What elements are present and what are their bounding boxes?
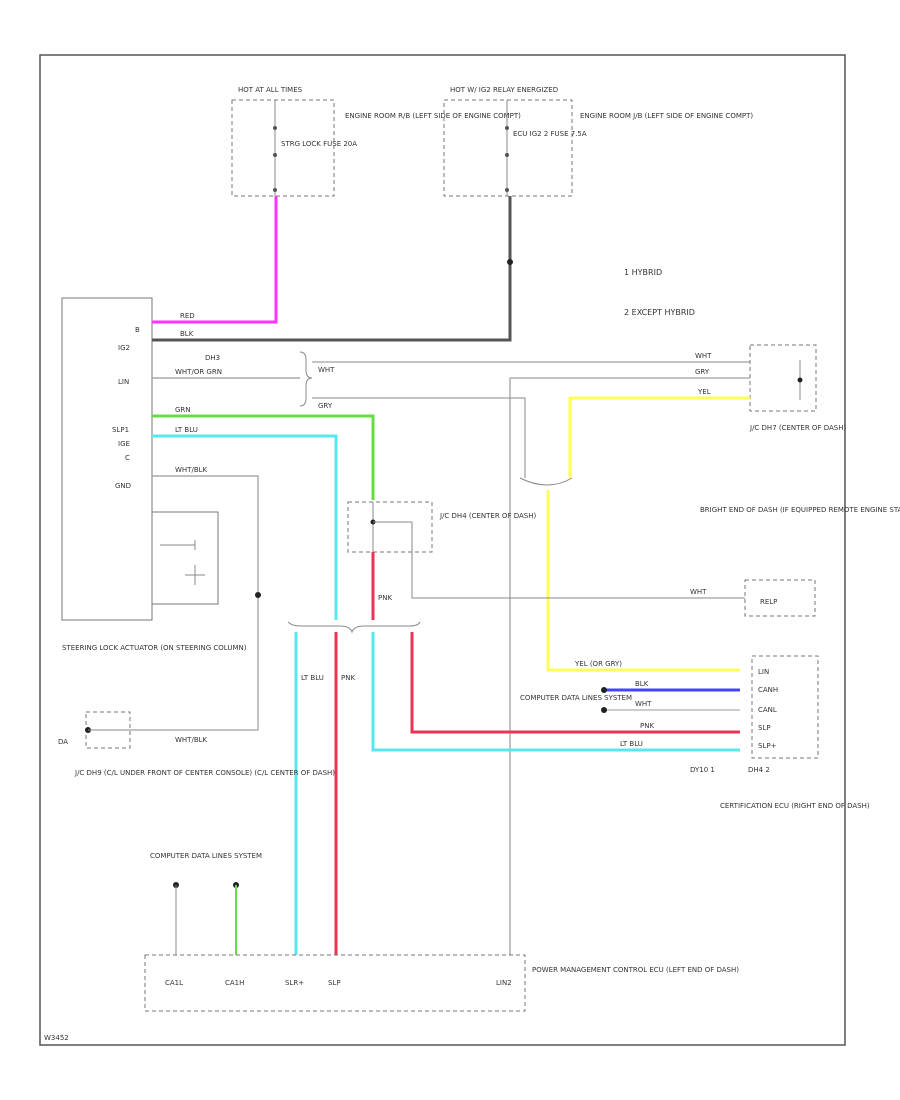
power-name: POWER MANAGEMENT CONTROL ECU (LEFT END O… [532,966,739,974]
steering-pin-slp1: SLP1 [112,426,129,434]
wire-pink-to-cert [410,632,740,734]
wire-green-slp1 [152,414,375,500]
cert-pin-canh: CANH [758,686,778,694]
certification-ecu: LIN CANH CANL SLP SLP+ DY10 1 DH4 2 CERT… [690,655,870,810]
legend-item-2: 2 EXCEPT HYBRID [624,308,695,317]
fuse-left-header: HOT AT ALL TIMES [238,86,303,94]
fuse-left-label: STRG LOCK FUSE 20A [281,140,357,148]
ground-label: DA [58,738,68,746]
data-link-label: COMPUTER DATA LINES SYSTEM [150,852,262,860]
wire-label-wht-grn: WHT/OR GRN [175,368,222,376]
wire-label-whtblk: WHT/BLK [175,466,208,474]
wire-label-wht-canl: WHT [635,700,652,708]
fuse-right-group: HOT W/ IG2 RELAY ENERGIZED ECU IG2 2 FUS… [443,86,753,197]
fuse-left-location: ENGINE ROOM R/B (LEFT SIDE OF ENGINE COM… [345,112,521,120]
steering-name: STEERING LOCK ACTUATOR (ON STEERING COLU… [62,644,247,652]
wire-label-blk-canh: BLK [635,680,649,688]
wire-label-ltblu-left: LT BLU [301,674,324,682]
cert-data-label: COMPUTER DATA LINES SYSTEM [520,694,632,702]
wire-label-grn: GRN [175,406,191,414]
wire-label-whtblk-gnd: WHT/BLK [175,736,208,744]
wire-label-wht-remote: WHT [690,588,707,596]
jc-ground: DA J/C DH9 (C/L UNDER FRONT OF CENTER CO… [58,711,335,777]
steering-box [61,297,153,621]
wire-label-pnk-mid: PNK [378,594,392,602]
wire-dark-ig2 [152,196,512,342]
remote-label: BRIGHT END OF DASH (IF EQUIPPED REMOTE E… [700,506,900,514]
wire-label-ltblu-cert: LT BLU [620,740,643,748]
steering-pin-lin: LIN [118,378,129,386]
legend-item-1: 1 HYBRID [624,268,662,277]
wire-yellow-down [546,490,740,672]
power-pin-ca1h: CA1H [225,979,244,987]
wire-label-blk: BLK [180,330,194,338]
wire-label-pnk-cert: PNK [640,722,654,730]
wire-pink-b [152,196,278,324]
cert-pin-slp: SLP [758,724,771,732]
wire-label-wht-top: WHT [318,366,335,374]
wire-label-wht-right: WHT [695,352,712,360]
power-pin-ca1l: CA1L [165,979,183,987]
wire-label-ltblu: LT BLU [175,426,198,434]
diagram-frame [39,54,846,1046]
jc-mid-label: J/C DH4 (CENTER OF DASH) [439,512,536,520]
fuse-right-label: ECU IG2 2 FUSE 7.5A [513,130,587,138]
jc-mid: J/C DH4 (CENTER OF DASH) [347,501,536,553]
wire-label-pink: RED [180,312,195,320]
fuse-left-box [231,99,335,197]
cert-name: CERTIFICATION ECU (RIGHT END OF DASH) [720,802,870,810]
cert-conn-1: DY10 1 [690,766,715,774]
steering-pin-gnd: GND [115,482,131,490]
steering-pin-c: C [125,454,130,462]
power-management-ecu: CA1L CA1H SLR+ SLP LIN2 POWER MANAGEMENT… [144,954,739,1012]
jc-ground-label: J/C DH9 (C/L UNDER FRONT OF CENTER CONSO… [74,769,335,777]
wire-label-yel-grn: YEL (OR GRY) [574,660,622,668]
cert-pin-canl: CANL [758,706,777,714]
steering-pin-b: B [135,326,140,334]
cert-pin-lin: LIN [758,668,769,676]
remote-starter: BRIGHT END OF DASH (IF EQUIPPED REMOTE E… [700,506,900,617]
remote-pin: RELP [760,598,777,606]
wire-label-pnk-left: PNK [341,674,355,682]
wire-cyan-to-cert [371,632,740,752]
fuse-right-location: ENGINE ROOM J/B (LEFT SIDE OF ENGINE COM… [580,112,753,120]
wire-cyan-ige [152,434,338,620]
cert-conn-2: DH4 2 [748,766,770,774]
wire-gnd [152,475,259,720]
power-pin-slr: SLR+ [285,979,304,987]
connector-dh3: DH3 [205,354,220,362]
wire-yellow [568,396,750,478]
jc-right: J/C DH7 (CENTER OF DASH) [749,344,846,432]
power-pin-slp: SLP [328,979,341,987]
jc-right-label: J/C DH7 (CENTER OF DASH) [749,424,846,432]
steering-lock-actuator: B IG2 LIN SLP1 IGE C GND STEERING LOCK A… [61,297,247,652]
steering-motor-box [151,511,219,605]
power-pin-lin2: LIN2 [496,979,512,987]
wire-label-yel: YEL [697,388,711,396]
wire-label-gry-right: GRY [695,368,710,376]
footer-code: W3452 [44,1034,69,1042]
steering-pin-ig2: IG2 [118,344,130,352]
cert-pin-slpplus: SLP+ [758,742,777,750]
fuse-right-header: HOT W/ IG2 RELAY ENERGIZED [450,86,558,94]
fuse-left-group: HOT AT ALL TIMES STRG LOCK FUSE 20A ENGI… [231,86,521,197]
fuse-right-box [443,99,573,197]
wire-label-gry: GRY [318,402,333,410]
steering-pin-ige: IGE [118,440,130,448]
